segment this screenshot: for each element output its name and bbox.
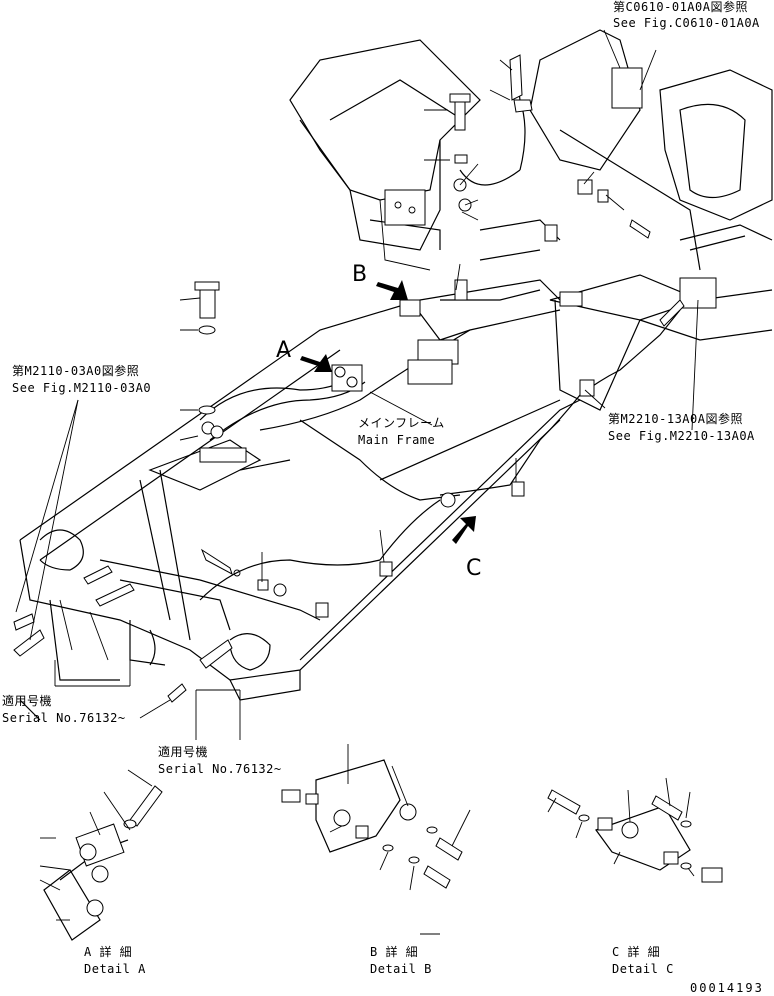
cab-structure bbox=[289, 39, 481, 271]
ref-right-en: See Fig.M2210-13A0A bbox=[608, 429, 755, 443]
detail-b-drawing bbox=[281, 744, 471, 935]
view-label-b: B bbox=[352, 262, 368, 287]
detail-c-en: Detail C bbox=[612, 962, 674, 976]
detail-b-jp: B 詳 細 bbox=[370, 945, 419, 959]
detail-a-jp: A 詳 細 bbox=[84, 945, 133, 959]
drawing-number: 00014193 bbox=[690, 981, 764, 995]
serial-center-en: Serial No.76132~ bbox=[158, 762, 282, 776]
serial-left-en: Serial No.76132~ bbox=[2, 711, 126, 725]
serial-left-jp: 適用号機 bbox=[2, 694, 53, 708]
main-frame-beam bbox=[19, 279, 581, 721]
rear-frame bbox=[529, 29, 773, 411]
serial-center-jp: 適用号機 bbox=[158, 745, 209, 759]
ref-right-jp: 第M2210-13A0A図参照 bbox=[608, 412, 743, 426]
ref-left-jp: 第M2110-03A0図参照 bbox=[12, 364, 140, 378]
main-frame-label-en: Main Frame bbox=[358, 433, 436, 447]
detail-c-jp: C 詳 細 bbox=[612, 945, 661, 959]
detail-a-en: Detail A bbox=[84, 962, 146, 976]
leader-lines bbox=[15, 29, 699, 740]
ref-top-right-jp: 第C0610-01A0A図参照 bbox=[613, 0, 748, 14]
view-label-a: A bbox=[276, 338, 292, 363]
main-frame-label-jp: メインフレーム bbox=[358, 416, 445, 430]
view-arrows bbox=[300, 280, 476, 544]
detail-b-en: Detail B bbox=[370, 962, 432, 976]
detail-a-drawing bbox=[39, 769, 163, 941]
detail-c-drawing bbox=[547, 777, 723, 883]
ref-left-en: See Fig.M2110-03A0 bbox=[12, 381, 152, 395]
clamps bbox=[13, 54, 685, 703]
view-label-c: C bbox=[466, 556, 482, 581]
ref-top-right-en: See Fig.C0610-01A0A bbox=[613, 16, 760, 30]
